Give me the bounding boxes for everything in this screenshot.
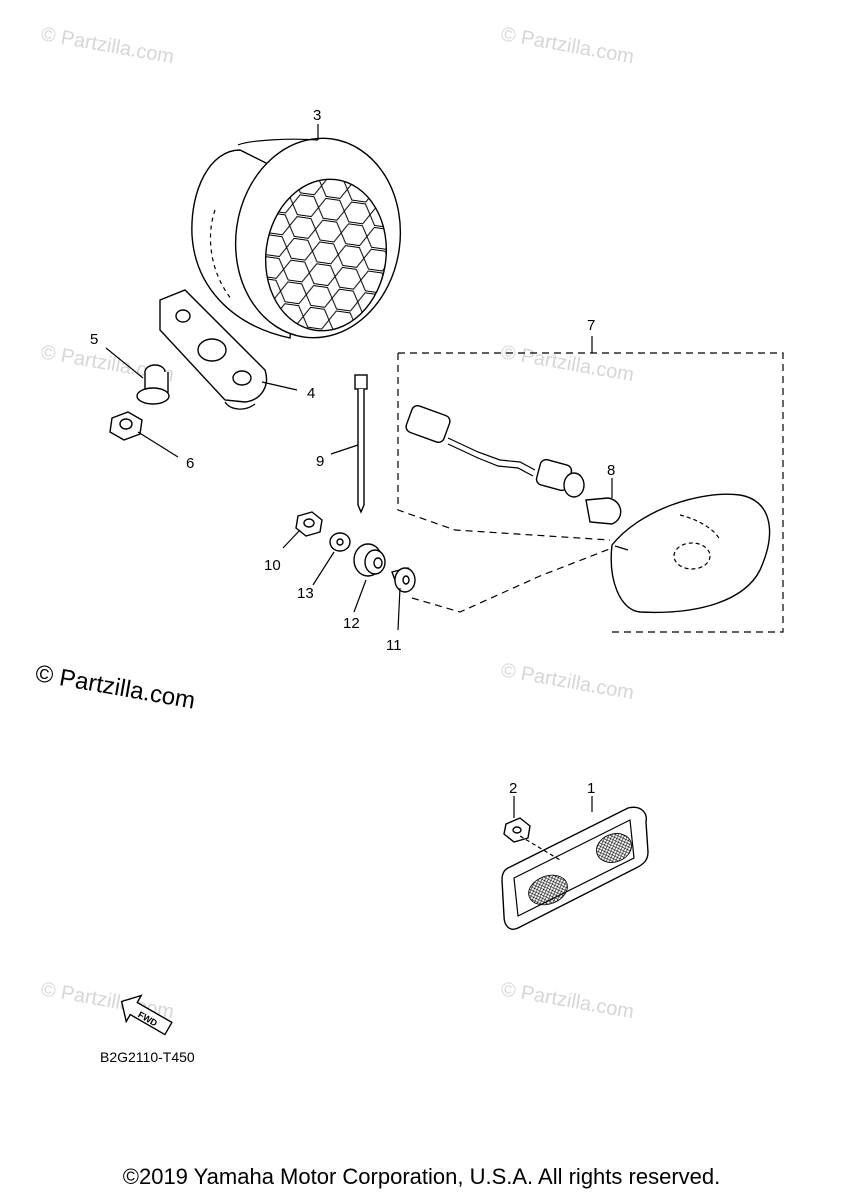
callout-5: 5: [90, 331, 98, 348]
leader-lines: [105, 124, 613, 861]
washer-part-13: [329, 532, 351, 552]
callout-6: 6: [186, 455, 194, 472]
watermark: © Partzilla.com: [499, 341, 636, 386]
fwd-arrow-icon: FWD: [120, 994, 173, 1036]
callout-7: 7: [587, 317, 595, 334]
callout-1: 1: [587, 780, 595, 797]
callout-12: 12: [343, 615, 360, 632]
watermark: © Partzilla.com: [499, 978, 636, 1023]
callout-2: 2: [509, 780, 517, 797]
callout-4: 4: [307, 385, 315, 402]
callout-9: 9: [316, 453, 324, 470]
callout-10: 10: [264, 557, 281, 574]
watermark: © Partzilla.com: [499, 659, 636, 704]
callout-3: 3: [313, 107, 321, 124]
nut-part-2: [503, 817, 531, 843]
callout-13: 13: [297, 585, 314, 602]
collar-part-11: [391, 567, 416, 593]
watermark: © Partzilla.com: [499, 23, 636, 68]
callouts: 1 2 3 4 5 6 7 8 9 10 11 12 13: [90, 107, 615, 797]
callout-11: 11: [386, 637, 402, 654]
collar-part-5: [136, 364, 170, 405]
nut-part-6: [109, 411, 143, 441]
watermark: © Partzilla.com: [39, 23, 176, 68]
cable-tie-part-9: [354, 374, 368, 514]
grommet-part-12: [353, 543, 386, 577]
flasher-assembly-part-7: [397, 352, 784, 633]
copyright-notice: ©2019 Yamaha Motor Corporation, U.S.A. A…: [122, 1164, 721, 1189]
callout-8: 8: [607, 462, 615, 479]
headlight-part-3: [191, 137, 402, 339]
bracket-part-4: [159, 289, 268, 410]
reflector-part-1: [501, 806, 649, 930]
nut-part-10: [295, 511, 323, 537]
diagram-code: B2G2110-T450: [100, 1049, 195, 1065]
